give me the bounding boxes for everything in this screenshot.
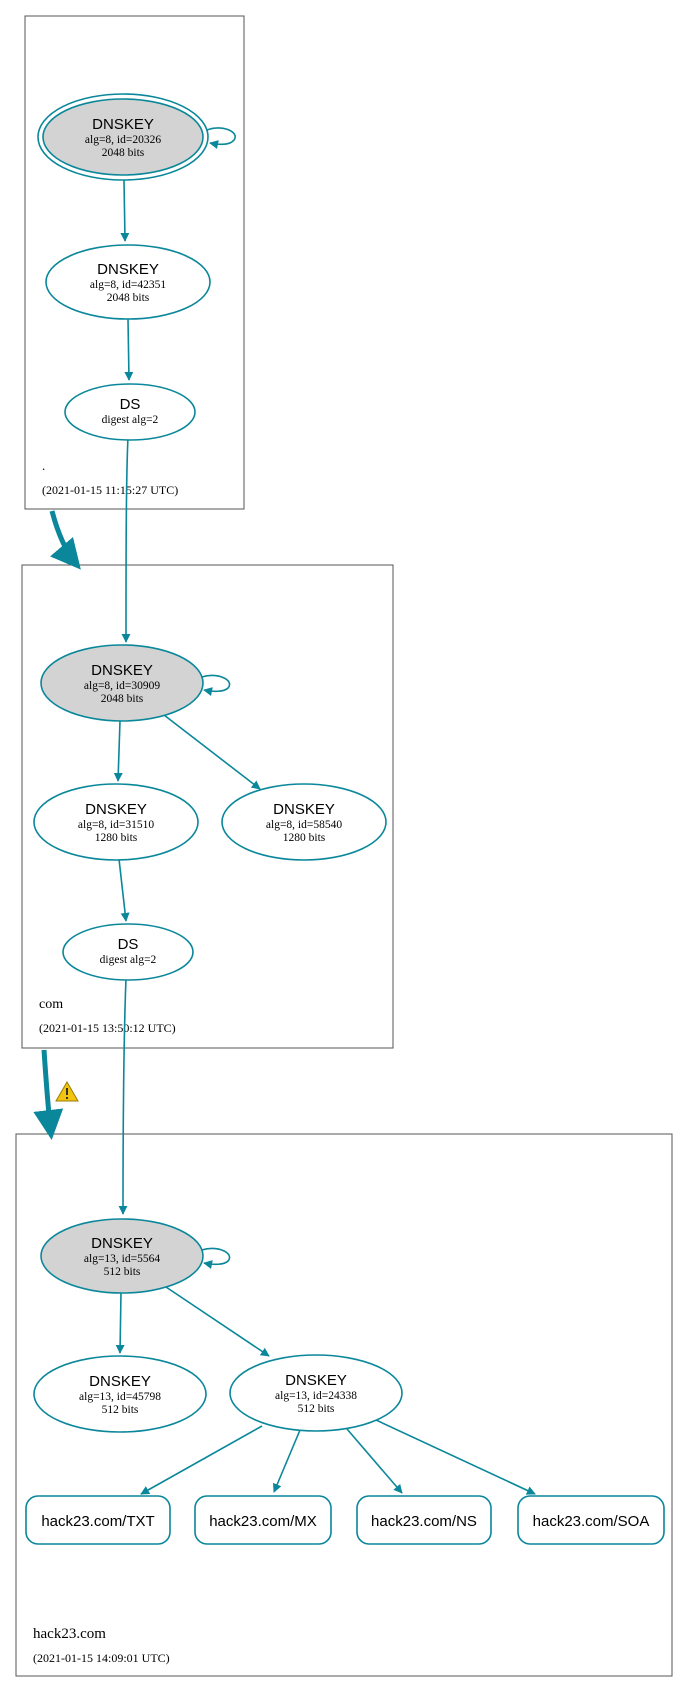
zone-com: com (2021-01-15 13:50:12 UTC)	[21, 564, 394, 1049]
node-hack23-key2-title: DNSKEY	[89, 1373, 151, 1390]
node-com-zsk2-title: DNSKEY	[273, 801, 335, 818]
node-com-zsk2: DNSKEY alg=8, id=58540 1280 bits	[221, 783, 387, 861]
warning-icon	[55, 1081, 79, 1102]
rrset-ns-label: hack23.com/NS	[371, 1513, 477, 1530]
node-hack23-ksk-line2: 512 bits	[104, 1266, 141, 1278]
node-hack23-key2-line2: 512 bits	[102, 1404, 139, 1416]
node-hack23-ksk-title: DNSKEY	[91, 1235, 153, 1252]
node-com-zsk1-title: DNSKEY	[85, 801, 147, 818]
node-hack23-ksk: DNSKEY alg=13, id=5564 512 bits	[40, 1218, 204, 1294]
node-root-ds-line1: digest alg=2	[102, 414, 159, 426]
node-root-ksk: DNSKEY alg=8, id=20326 2048 bits	[37, 93, 209, 181]
node-root-zsk-title: DNSKEY	[97, 261, 159, 278]
node-com-ksk-line2: 2048 bits	[101, 693, 144, 705]
edge-h-zsk-ns	[346, 1428, 403, 1494]
zone-root: . (2021-01-15 11:15:27 UTC)	[24, 15, 245, 510]
node-com-ksk: DNSKEY alg=8, id=30909 2048 bits	[40, 644, 204, 722]
edge-root-ksk-self	[206, 127, 236, 149]
edge-h-zsk-mx	[272, 1429, 301, 1493]
node-root-zsk: DNSKEY alg=8, id=42351 2048 bits	[45, 244, 211, 320]
node-hack23-zsk-title: DNSKEY	[285, 1372, 347, 1389]
node-com-zsk1-line1: alg=8, id=31510	[78, 819, 154, 831]
node-com-zsk1: DNSKEY alg=8, id=31510 1280 bits	[33, 783, 199, 861]
edge-h-ksk-key2	[115, 1291, 125, 1354]
node-com-ds-title: DS	[118, 936, 139, 953]
node-root-zsk-line1: alg=8, id=42351	[90, 279, 166, 291]
zone-com-name: com	[39, 997, 63, 1012]
node-com-zsk2-line1: alg=8, id=58540	[266, 819, 342, 831]
edge-root-ds-com-ksk	[121, 436, 131, 643]
zone-hack23-name: hack23.com	[33, 1626, 106, 1642]
zone-root-box	[24, 15, 245, 510]
node-root-ds: DS digest alg=2	[64, 383, 196, 441]
node-root-ksk-line2: 2048 bits	[102, 147, 145, 159]
node-root-zsk-line2: 2048 bits	[107, 292, 150, 304]
rrset-soa-label: hack23.com/SOA	[533, 1513, 650, 1530]
zone-hack23-timestamp: (2021-01-15 14:09:01 UTC)	[33, 1651, 170, 1665]
delegation-edge-root-com	[49, 510, 81, 570]
rrset-txt-label: hack23.com/TXT	[41, 1513, 154, 1530]
zone-root-timestamp: (2021-01-15 11:15:27 UTC)	[42, 483, 178, 497]
rrset-txt: hack23.com/TXT	[25, 1495, 171, 1545]
node-com-zsk2-line2: 1280 bits	[283, 832, 326, 844]
rrset-ns: hack23.com/NS	[356, 1495, 492, 1545]
node-com-ksk-title: DNSKEY	[91, 662, 153, 679]
edge-h-zsk-txt	[140, 1425, 263, 1495]
node-hack23-ksk-line1: alg=13, id=5564	[84, 1253, 160, 1265]
edge-h-zsk-soa	[375, 1419, 536, 1495]
edge-com-ksk-zsk2	[163, 714, 261, 790]
node-com-ksk-line1: alg=8, id=30909	[84, 680, 160, 692]
rrset-mx-label: hack23.com/MX	[209, 1513, 317, 1530]
zone-hack23-box	[15, 1133, 673, 1677]
edge-com-ksk-zsk1	[113, 720, 123, 782]
edge-com-ds-hack23-ksk	[118, 977, 128, 1215]
edge-com-zsk1-ds	[118, 858, 130, 922]
node-hack23-key2-line1: alg=13, id=45798	[79, 1391, 161, 1403]
edge-h-ksk-self	[201, 1247, 231, 1269]
zone-root-name: .	[42, 458, 45, 473]
node-hack23-zsk: DNSKEY alg=13, id=24338 512 bits	[229, 1354, 403, 1432]
node-com-ds-line1: digest alg=2	[100, 954, 157, 966]
zone-com-timestamp: (2021-01-15 13:50:12 UTC)	[39, 1021, 176, 1035]
rrset-mx: hack23.com/MX	[194, 1495, 332, 1545]
node-root-ksk-line1: alg=8, id=20326	[85, 134, 161, 146]
node-root-ds-title: DS	[120, 396, 141, 413]
zone-com-box	[21, 564, 394, 1049]
edge-com-ksk-self	[201, 674, 231, 696]
rrset-soa: hack23.com/SOA	[517, 1495, 665, 1545]
edge-root-ksk-zsk	[120, 179, 130, 242]
node-root-ksk-title: DNSKEY	[92, 116, 154, 133]
node-hack23-zsk-line2: 512 bits	[298, 1403, 335, 1415]
node-hack23-zsk-line1: alg=13, id=24338	[275, 1390, 357, 1402]
node-hack23-key2: DNSKEY alg=13, id=45798 512 bits	[33, 1355, 207, 1433]
node-com-ds: DS digest alg=2	[62, 923, 194, 981]
edge-h-ksk-zsk	[165, 1286, 270, 1357]
zone-hack23: hack23.com (2021-01-15 14:09:01 UTC)	[15, 1133, 673, 1677]
delegation-edge-com-hack23	[33, 1049, 64, 1140]
node-com-zsk1-line2: 1280 bits	[95, 832, 138, 844]
edge-root-zsk-ds	[124, 318, 134, 381]
